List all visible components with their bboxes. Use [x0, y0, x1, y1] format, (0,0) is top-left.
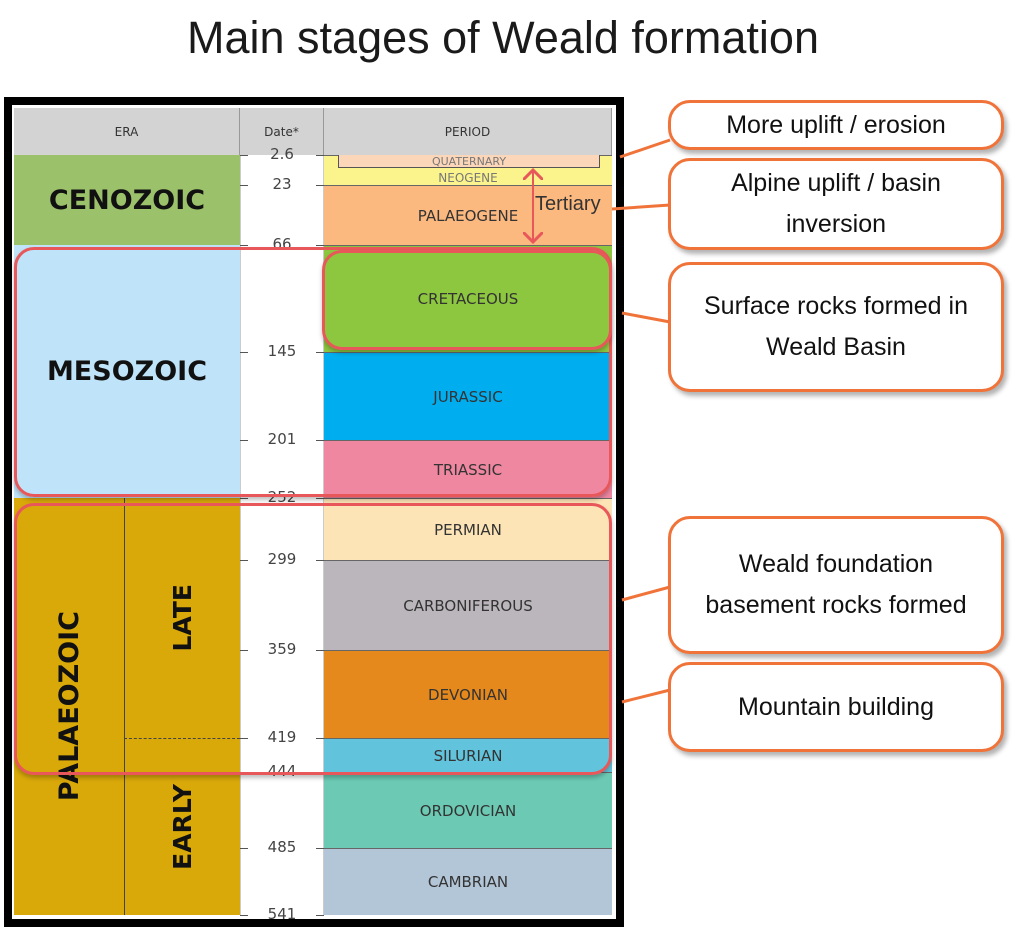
- cretaceous-highlight: [322, 250, 612, 350]
- date-label: 541: [267, 905, 297, 923]
- period-jurassic: JURASSIC: [324, 352, 612, 440]
- period-cambrian: CAMBRIAN: [324, 848, 612, 915]
- period-palaeogene: PALAEOGENE: [324, 185, 612, 245]
- date-tick: [240, 650, 324, 651]
- date-label: 444: [267, 762, 297, 780]
- date-tick: [240, 498, 324, 499]
- date-tick: [240, 915, 324, 916]
- date-label: 23: [272, 175, 292, 193]
- callout-alpine-uplift: Alpine uplift / basin inversion: [668, 158, 1004, 250]
- connector-1: [619, 138, 671, 159]
- connector-3: [621, 311, 671, 324]
- callout-mountain-building: Mountain building: [668, 662, 1004, 752]
- period-devonian: DEVONIAN: [324, 650, 612, 738]
- date-tick: [240, 560, 324, 561]
- callout-surface-rocks: Surface rocks formed in Weald Basin: [668, 262, 1004, 392]
- date-label: 485: [267, 838, 297, 856]
- callout-basement-rocks: Weald foundation basement rocks formed: [668, 516, 1004, 654]
- period-triassic: TRIASSIC: [324, 440, 612, 498]
- era-late: LATE: [124, 498, 240, 738]
- era-cenozoic: CENOZOIC: [14, 155, 240, 245]
- date-tick: [240, 848, 324, 849]
- period-cretaceous: CRETACEOUS: [324, 245, 612, 352]
- tertiary-label: Tertiary: [535, 193, 601, 215]
- date-label: 145: [267, 342, 297, 360]
- header-period: PERIOD: [324, 108, 612, 155]
- header-era: ERA: [14, 108, 240, 155]
- date-tick: [240, 738, 324, 739]
- date-label: 201: [267, 430, 297, 448]
- date-label: 2.6: [270, 145, 294, 163]
- mesozoic-highlight: [14, 247, 612, 497]
- era-mesozoic: MESOZOIC: [14, 245, 240, 498]
- period-permian: PERMIAN: [324, 498, 612, 560]
- palaeozoic-highlight: [14, 503, 612, 775]
- period-silurian: SILURIAN: [324, 738, 612, 772]
- period-carboniferous: CARBONIFEROUS: [324, 560, 612, 650]
- date-label: 299: [267, 550, 297, 568]
- period-quaternary: QUATERNARY: [338, 155, 600, 168]
- date-label: 252: [267, 488, 297, 506]
- date-tick: [240, 440, 324, 441]
- era-early: EARLY: [124, 738, 240, 915]
- era-palaeozoic: PALAEOZOIC: [14, 498, 124, 915]
- date-tick: [240, 155, 324, 156]
- callout-more-uplift: More uplift / erosion: [668, 100, 1004, 150]
- connector-5: [621, 688, 671, 704]
- date-label: 419: [267, 728, 297, 746]
- date-tick: [240, 185, 324, 186]
- date-column: [240, 155, 324, 915]
- header-date: Date*: [240, 108, 324, 155]
- title: Main stages of Weald formation: [187, 12, 819, 63]
- date-label: 359: [267, 640, 297, 658]
- connector-4: [621, 585, 671, 602]
- date-tick: [240, 352, 324, 353]
- connector-2: [611, 203, 671, 211]
- date-tick: [240, 245, 324, 246]
